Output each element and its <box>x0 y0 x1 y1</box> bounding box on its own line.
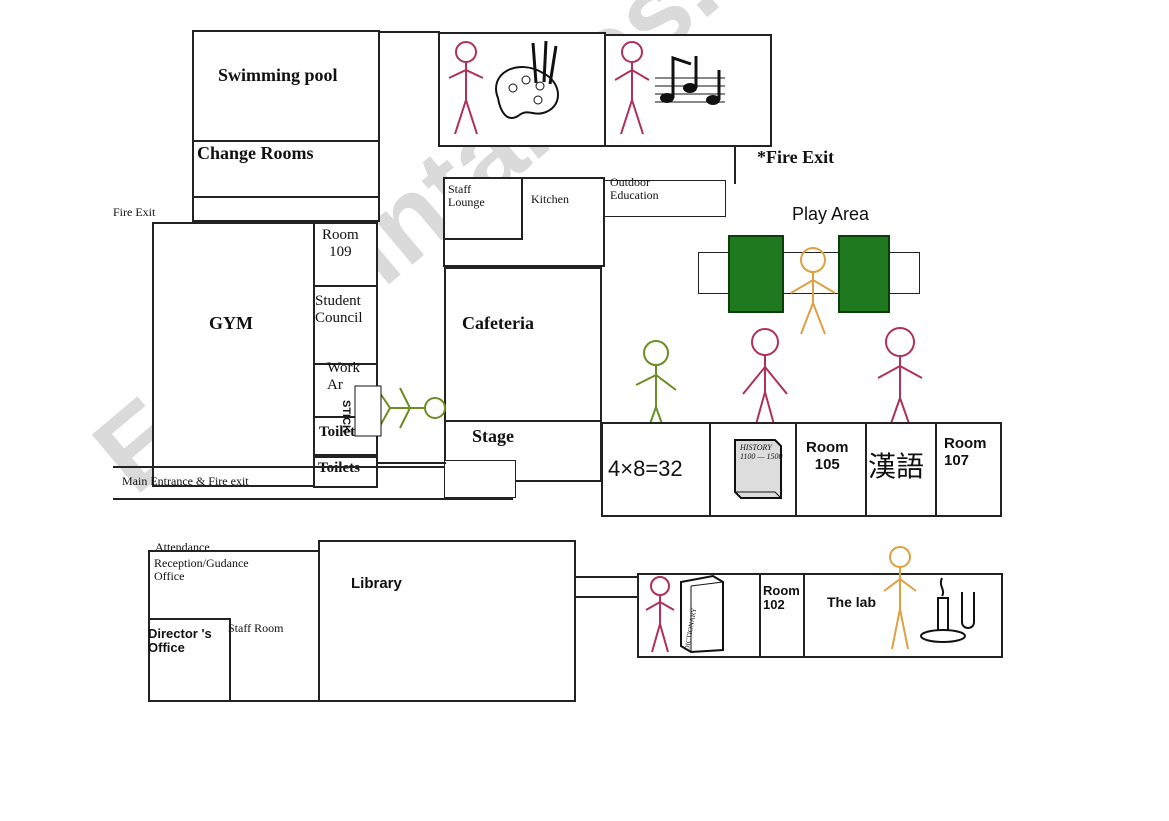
stage-label: Stage <box>472 426 514 446</box>
room-102 <box>759 573 805 658</box>
library-label: Library <box>351 575 402 592</box>
history-student-figure <box>742 328 788 429</box>
main-entrance-label: Main Entrance & Fire exit <box>122 474 249 488</box>
staff-lounge-room <box>443 177 523 240</box>
math-student-figure <box>635 340 677 442</box>
toilets-room-2 <box>313 456 378 488</box>
main-entrance-line-top <box>113 466 513 468</box>
stage-platform <box>444 460 516 498</box>
dictionary-icon <box>680 574 724 654</box>
music-student-figure <box>614 41 650 135</box>
staff-room-label: Staff Room <box>228 621 284 635</box>
play-area-figure <box>790 247 836 335</box>
fire-exit-star-label: *Fire Exit <box>757 147 835 167</box>
play-area-green-left <box>728 235 784 313</box>
directors-office <box>148 618 231 702</box>
room-109-label: Room 109 <box>322 227 359 260</box>
chinese-student-figure <box>877 327 923 433</box>
stick-figure-sign <box>354 385 446 437</box>
toilets-label-1: Toilets <box>319 424 361 440</box>
room-105 <box>795 422 867 517</box>
play-area-green-right <box>838 235 890 313</box>
top-corridor-line <box>380 31 440 33</box>
cafeteria-label: Cafeteria <box>462 313 534 333</box>
library-room <box>318 540 576 702</box>
room-107 <box>935 422 1002 517</box>
math-label: 4×8=32 <box>608 456 683 481</box>
math-room <box>601 422 711 517</box>
history-book-icon <box>734 439 782 499</box>
toilets-label-2: Toilets <box>318 460 360 476</box>
swimming-pool-label: Swimming pool <box>218 65 338 85</box>
gym-label: GYM <box>209 313 253 333</box>
gym-room <box>152 222 315 487</box>
room-105-label: Room 105 <box>806 439 849 473</box>
work-area-label: Work Ar <box>327 360 360 393</box>
directors-office-label: Director 's Office <box>148 626 212 656</box>
cafeteria-room <box>444 267 602 422</box>
chinese-label: 漢語 <box>868 450 925 483</box>
corridor-strip <box>192 196 380 222</box>
art-student-figure <box>448 41 484 135</box>
lower-corridor-line-top <box>576 576 638 578</box>
palette-icon <box>495 40 559 119</box>
candle-lab-icon <box>920 577 975 643</box>
kitchen-label: Kitchen <box>531 192 569 206</box>
room-102-label: Room 102 <box>763 583 800 613</box>
outdoor-education-label: Outdoor Education <box>610 175 659 203</box>
staff-lounge-label: Staff Lounge <box>448 182 485 210</box>
fire-exit-left-label: Fire Exit <box>113 205 156 219</box>
room-109 <box>313 222 378 287</box>
library-student-figure <box>645 576 675 653</box>
main-entrance-line-bottom <box>113 498 513 500</box>
lower-corridor-line-bottom <box>576 596 638 598</box>
lab-student-figure <box>883 546 917 650</box>
room-107-label: Room 107 <box>944 435 987 469</box>
reception-label: Reception/Gudance Office <box>154 556 249 584</box>
change-rooms-label: Change Rooms <box>197 143 314 163</box>
stick-text: STICK <box>340 400 352 433</box>
history-book-label: HISTORY 1100 — 1500 <box>740 443 783 461</box>
play-area-label: Play Area <box>792 204 870 224</box>
music-notes-icon <box>655 55 725 105</box>
student-council-label: Student Council <box>315 293 363 326</box>
corridor-line-a <box>378 462 446 464</box>
the-lab-label: The lab <box>827 594 877 610</box>
outdoor-education-room <box>604 180 726 217</box>
fire-exit-line-v <box>734 146 736 184</box>
swimming-pool-room <box>192 30 380 142</box>
